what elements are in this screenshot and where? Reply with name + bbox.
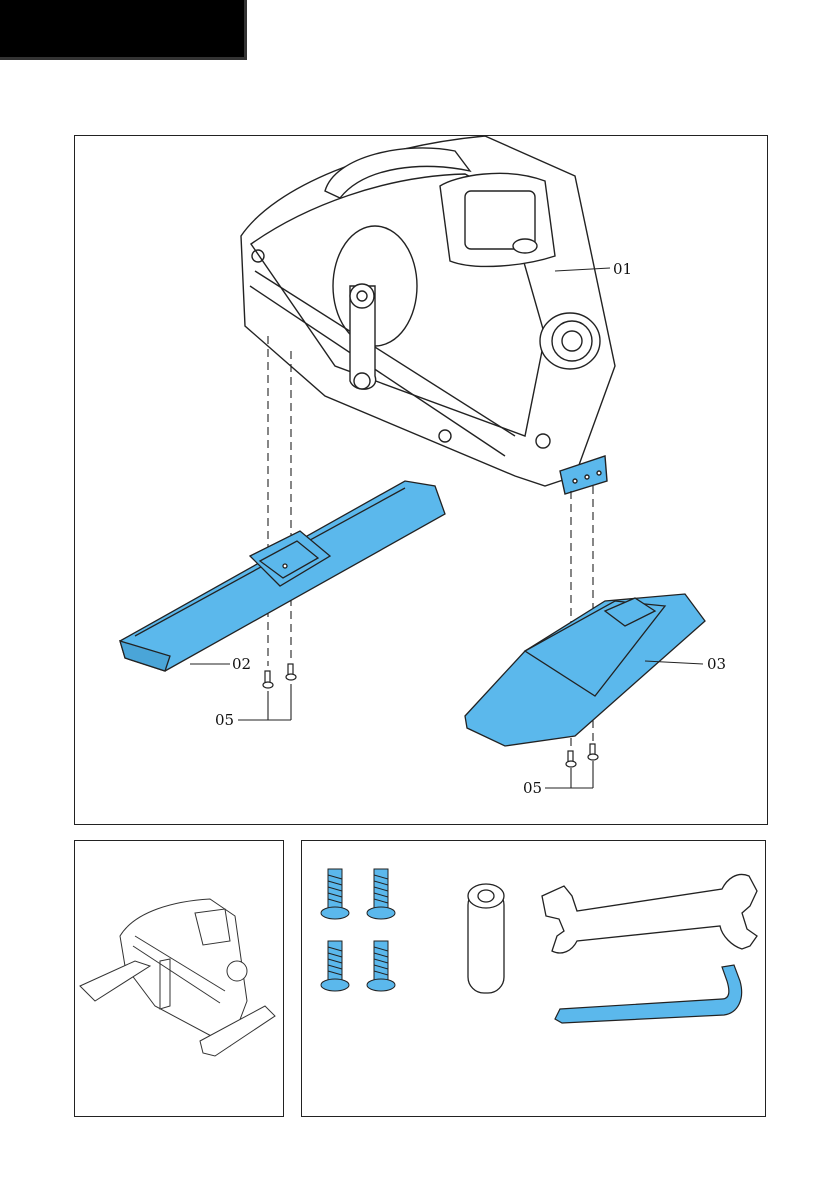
console-display: [440, 173, 555, 266]
main-unit: [241, 136, 615, 494]
hardware-kit-drawing: [302, 841, 765, 1116]
bolt-icon: [321, 869, 349, 919]
callout-screws-right: 05: [523, 779, 542, 797]
bolt-icon: [367, 869, 395, 919]
front-stabilizer: [120, 481, 445, 671]
rear-stabilizer: [465, 594, 705, 746]
callout-main-unit: 01: [613, 260, 632, 278]
assembled-preview-drawing: [75, 841, 283, 1116]
section-header-block: [0, 0, 247, 60]
assembled-preview-panel: [74, 840, 284, 1117]
hardware-kit-panel: [301, 840, 766, 1117]
exploded-assembly-panel: 01 02 03 05 05: [74, 135, 768, 825]
bolt-icon: [321, 941, 349, 991]
callout-screws-left: 05: [215, 711, 234, 729]
open-wrench-icon: [542, 874, 757, 952]
bolt-icon: [367, 941, 395, 991]
tension-knob: [540, 313, 600, 369]
exploded-assembly-diagram: 01 02 03 05 05: [75, 136, 767, 824]
callout-front-stabilizer: 02: [232, 655, 251, 673]
callout-rear-stabilizer: 03: [707, 655, 726, 673]
allen-key-icon: [555, 965, 742, 1023]
crank-arm: [350, 284, 376, 389]
battery-icon: [468, 884, 504, 993]
